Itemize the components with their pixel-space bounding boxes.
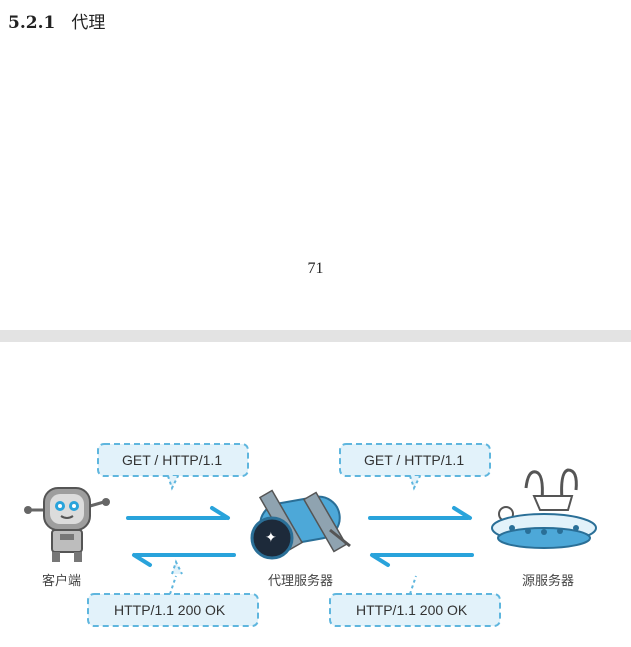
response-arrow-left	[132, 553, 236, 567]
page-separator	[0, 330, 631, 342]
client-robot-icon	[24, 487, 110, 562]
origin-label: 源服务器	[522, 574, 575, 589]
section-number: 5.2.1	[8, 13, 56, 33]
response-bubble-left	[87, 559, 259, 627]
request-arrow-left	[126, 506, 230, 520]
request-bubble-right	[339, 443, 491, 491]
proxy-diagram: ✦ GET / HTTP/1.1 GET / HTTP/1.1 HTTP/1.1…	[0, 430, 631, 630]
request-label-right: GET / HTTP/1.1	[364, 452, 465, 468]
request-bubble-left	[97, 443, 249, 491]
request-label-left: GET / HTTP/1.1	[122, 452, 223, 468]
svg-text:✦: ✦	[265, 530, 277, 546]
origin-server-icon	[491, 468, 597, 549]
response-arrow-right	[370, 553, 474, 567]
client-label: 客户端	[42, 574, 82, 589]
response-bubble-right	[329, 575, 501, 627]
diagram-graphics: ✦	[24, 443, 597, 627]
page-number: 71	[307, 260, 324, 277]
response-label-left: HTTP/1.1 200 OK	[114, 602, 226, 618]
request-arrow-right	[368, 506, 472, 520]
section-title: 代理	[71, 13, 106, 33]
proxy-label: 代理服务器	[268, 574, 334, 589]
proxy-satellite-icon: ✦	[250, 489, 351, 560]
response-label-right: HTTP/1.1 200 OK	[356, 602, 468, 618]
section-heading: 5.2.1 代理	[8, 8, 105, 33]
